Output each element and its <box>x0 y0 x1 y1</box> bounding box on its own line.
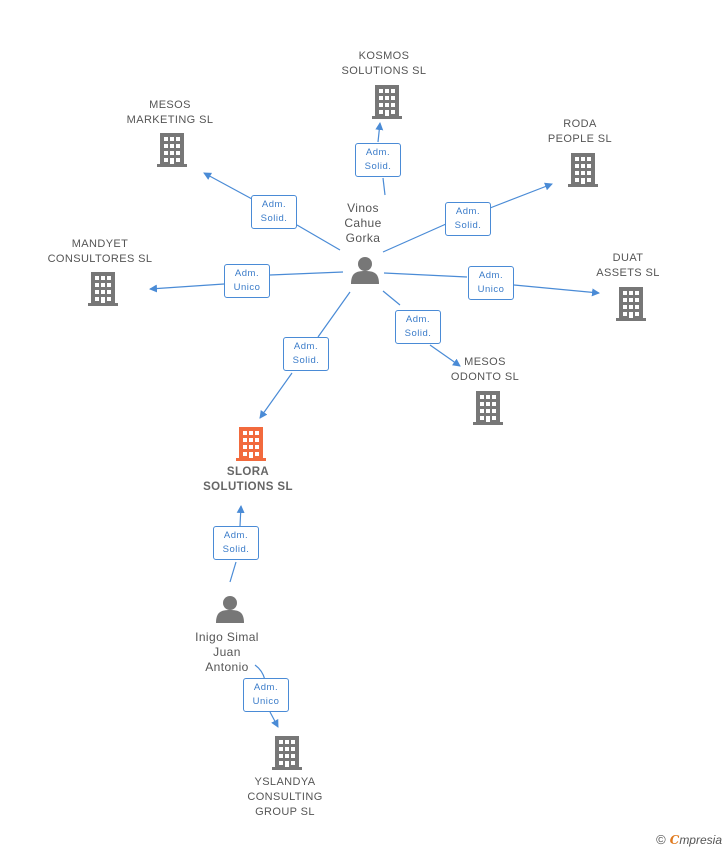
node-label-line: ODONTO SL <box>450 371 520 383</box>
building-icon[interactable] <box>616 287 646 321</box>
badge-line: Adm. <box>223 530 249 541</box>
edge-badge-slora-vinos[interactable]: Adm. Solid. <box>283 337 329 371</box>
badge-line: Adm. <box>478 270 504 281</box>
badge-line: Solid. <box>454 220 482 231</box>
building-icon[interactable] <box>157 133 187 167</box>
badge-line: Unico <box>477 284 505 295</box>
node-duat-assets-sl[interactable]: DUAT ASSETS SL <box>596 251 660 281</box>
node-label-line: SOLUTIONS SL <box>203 481 293 493</box>
building-icon[interactable] <box>272 736 302 770</box>
node-label-line: SOLUTIONS SL <box>341 65 427 77</box>
edge-badge-mesos-marketing[interactable]: Adm. Solid. <box>251 195 297 229</box>
edge-mandyet <box>150 271 344 289</box>
node-label-line: DUAT <box>612 252 644 264</box>
node-label-line: MESOS <box>464 356 506 368</box>
edge-duat <box>383 272 599 293</box>
node-label-line: Inigo Simal <box>195 630 259 644</box>
node-mesos-marketing-sl[interactable]: MESOS MARKETING SL <box>127 98 214 128</box>
node-label-line: SLORA <box>226 466 270 478</box>
node-label-line: CONSULTORES SL <box>47 253 153 265</box>
badge-line: Adm. <box>234 268 260 279</box>
badge-line: Adm. <box>261 199 287 210</box>
person-icon[interactable] <box>216 596 244 623</box>
building-icon[interactable] <box>372 85 402 119</box>
edge-slora-inigo <box>229 506 241 583</box>
badge-line: Solid. <box>222 544 250 555</box>
empresia-logo: Cmpresia <box>670 833 722 847</box>
building-icon-main[interactable] <box>236 427 266 461</box>
badge-line: Unico <box>233 282 261 293</box>
node-label-line: PEOPLE SL <box>547 133 613 145</box>
brand-initial: C <box>669 833 680 847</box>
badge-line: Solid. <box>260 213 288 224</box>
edge-badge-duat[interactable]: Adm. Unico <box>468 266 514 300</box>
edge-badge-kosmos[interactable]: Adm. Solid. <box>355 143 401 177</box>
edge-badge-mandyet[interactable]: Adm. Unico <box>224 264 270 298</box>
brand-rest: mpresia <box>679 833 722 847</box>
node-mandyet-consultores-sl[interactable]: MANDYET CONSULTORES SL <box>48 237 153 267</box>
edge-badge-yslandya[interactable]: Adm. Unico <box>243 678 289 712</box>
badge-line: Adm. <box>293 341 319 352</box>
badge-line: Solid. <box>292 355 320 366</box>
edge-badge-slora-inigo[interactable]: Adm. Solid. <box>213 526 259 560</box>
badge-line: Adm. <box>455 206 481 217</box>
badge-line: Adm. <box>365 147 391 158</box>
copyright-icon: © <box>656 832 666 847</box>
node-label-line: Vinos <box>347 201 379 215</box>
node-label-line: CONSULTING <box>247 791 323 803</box>
building-icon[interactable] <box>473 391 503 425</box>
person-icon[interactable] <box>351 257 379 284</box>
edge-slora-vinos <box>260 291 351 418</box>
edge-mesos-marketing <box>204 173 341 251</box>
node-kosmos-solutions-sl[interactable]: KOSMOS SOLUTIONS SL <box>342 49 427 79</box>
edge-roda <box>382 184 552 253</box>
node-label-line: Cahue <box>344 216 382 230</box>
node-label-line: MANDYET <box>71 238 129 250</box>
node-label-line: MARKETING SL <box>126 114 214 126</box>
node-label-line: Antonio <box>205 660 249 674</box>
node-label-line: RODA <box>563 118 597 130</box>
node-label-line: GROUP SL <box>255 806 315 818</box>
node-label-line: MESOS <box>149 99 191 111</box>
node-mesos-odonto-sl[interactable]: MESOS ODONTO SL <box>451 355 519 385</box>
edges <box>150 123 599 727</box>
node-inigo-simal-juan-antonio[interactable]: Inigo Simal Juan Antonio <box>195 630 259 675</box>
badge-line: Adm. <box>253 682 279 693</box>
node-label-line: YSLANDYA <box>254 776 316 788</box>
edge-kosmos <box>378 123 385 196</box>
node-yslandya-consulting-group-sl[interactable]: YSLANDYA CONSULTING GROUP SL <box>247 775 322 820</box>
edge-mesos-odonto <box>382 290 460 366</box>
building-icon[interactable] <box>568 153 598 187</box>
edge-badge-mesos-odonto[interactable]: Adm. Solid. <box>395 310 441 344</box>
node-vinos-cahue-gorka[interactable]: Vinos Cahue Gorka <box>344 201 381 246</box>
badge-line: Solid. <box>404 328 432 339</box>
badge-line: Solid. <box>364 161 392 172</box>
node-slora-solutions-sl[interactable]: SLORA SOLUTIONS SL <box>203 465 293 495</box>
badge-line: Unico <box>252 696 280 707</box>
node-roda-people-sl[interactable]: RODA PEOPLE SL <box>548 117 612 147</box>
node-label-line: Gorka <box>345 231 381 245</box>
copyright-watermark: ©Cmpresia <box>656 832 722 847</box>
node-label-line: Juan <box>213 645 241 659</box>
node-label-line: KOSMOS <box>358 50 410 62</box>
edge-badge-roda[interactable]: Adm. Solid. <box>445 202 491 236</box>
building-icon[interactable] <box>88 272 118 306</box>
badge-line: Adm. <box>405 314 431 325</box>
node-label-line: ASSETS SL <box>596 267 660 279</box>
